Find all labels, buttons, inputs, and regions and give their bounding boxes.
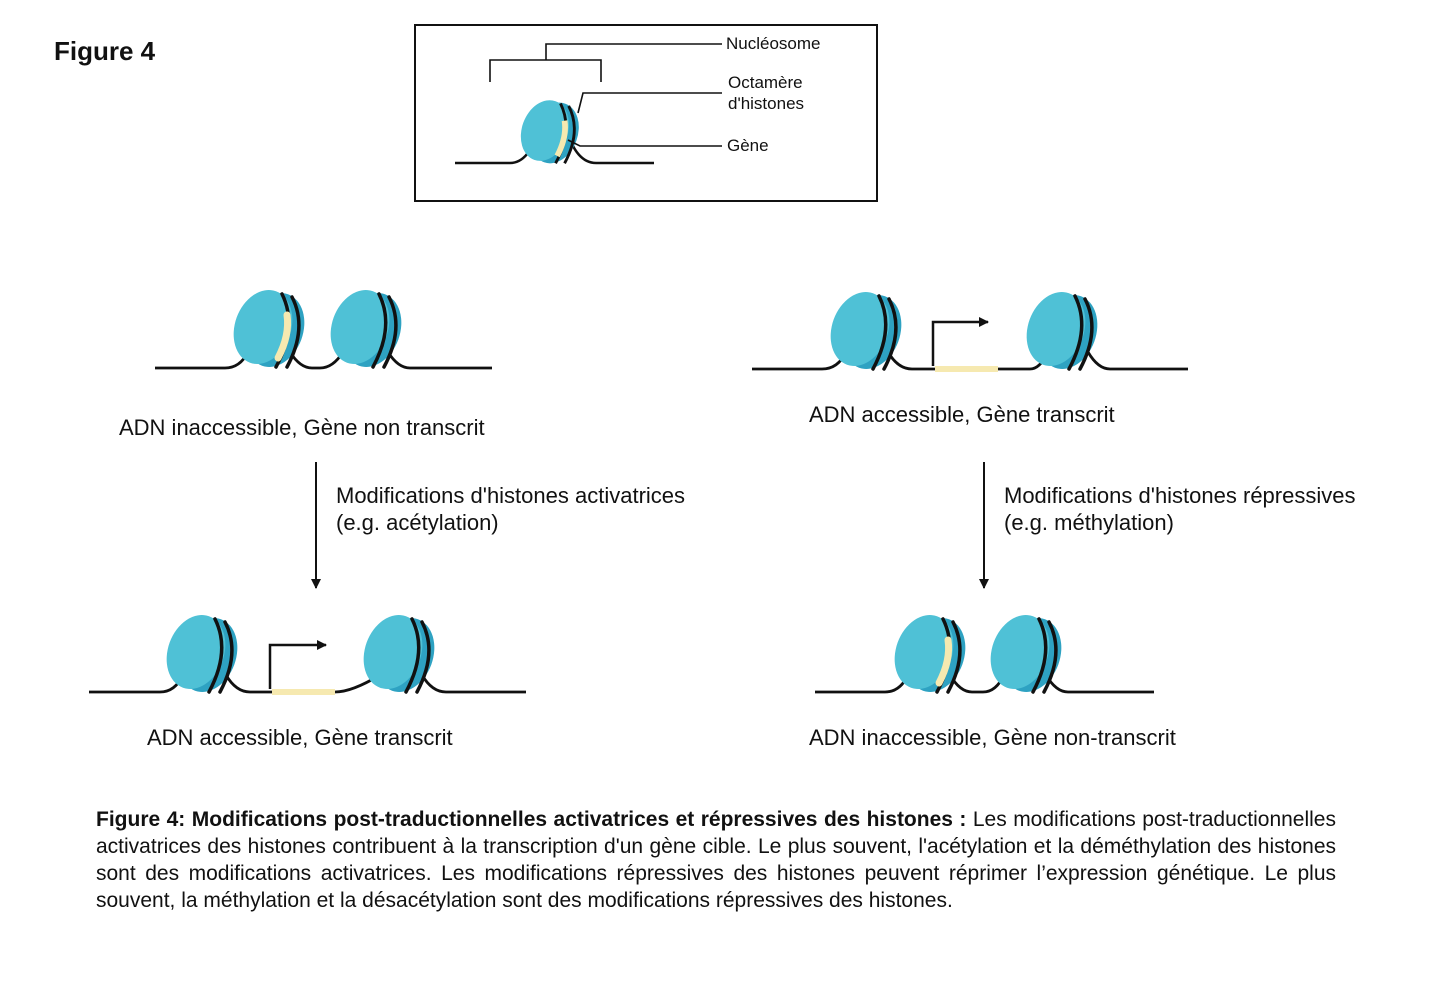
left-top-state-label: ADN inaccessible, Gène non transcrit [119, 415, 485, 440]
left-bottom-state-label: ADN accessible, Gène transcrit [147, 725, 453, 750]
legend-box [414, 24, 878, 202]
top-left-dna [155, 282, 492, 376]
left-modification-label-2: (e.g. acétylation) [336, 510, 499, 535]
right-modification-label-2: (e.g. méthylation) [1004, 510, 1174, 535]
bottom-right-dna [815, 607, 1154, 701]
caption-text: Les modifications post-traductionnelles … [96, 808, 1336, 912]
caption-title: Figure 4: Modifications post-traductionn… [96, 808, 967, 831]
top-right-dna [752, 281, 1188, 380]
right-bottom-state-label: ADN inaccessible, Gène non-transcrit [809, 725, 1176, 750]
bottom-left-dna [89, 604, 526, 703]
legend-nucleosome-label: Nucléosome [726, 34, 821, 53]
left-modification-label-1: Modifications d'histones activatrices [336, 483, 686, 508]
right-modification-label-1: Modifications d'histones répressives [1004, 483, 1356, 508]
figure-caption: Figure 4: Modifications post-traductionn… [96, 806, 1336, 914]
right-top-state-label: ADN accessible, Gène transcrit [809, 402, 1115, 427]
legend-gene-label: Gène [727, 136, 769, 155]
legend-octamer-label-1: Octamère [728, 73, 803, 92]
legend-octamer-label-2: d'histones [728, 94, 805, 113]
legend-graphic [455, 43, 722, 165]
figure-label: Figure 4 [54, 36, 156, 66]
